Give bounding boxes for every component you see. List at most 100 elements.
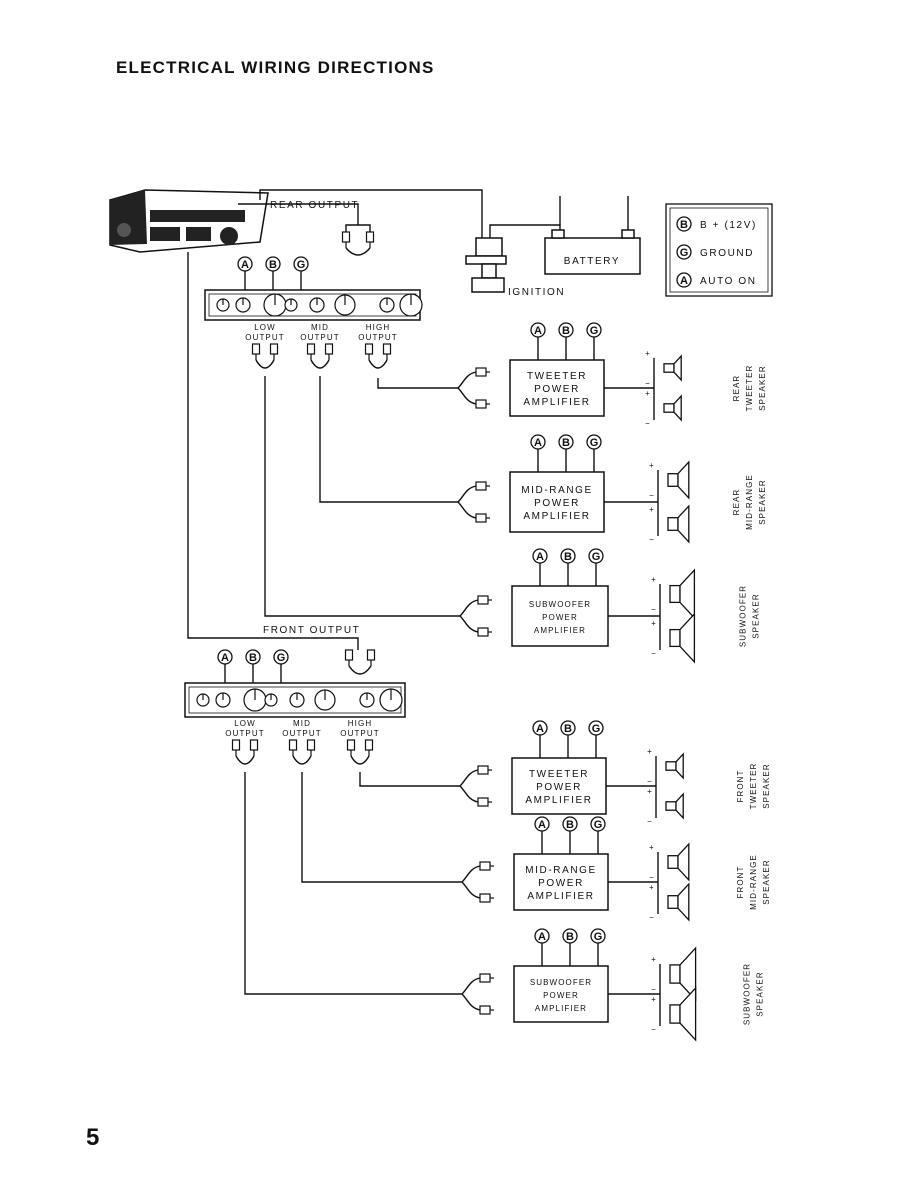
rear-sub-section-amp-line-0: SUBWOOFER <box>529 600 591 609</box>
front-crossover-out-0-output: OUTPUT <box>225 729 265 738</box>
rear-sub-section-amp-line-2: AMPLIFIER <box>534 626 586 635</box>
rear-sub-section-amp-line-1: POWER <box>542 613 578 622</box>
front-mid-section-terminal-b-letter: B <box>566 819 574 831</box>
front-mid-section-speaker-2: +− <box>649 882 690 922</box>
front-output-plug <box>344 649 376 675</box>
front-sub-section-speaker-1: +− <box>651 946 697 1002</box>
front-tweeter-section-amp-line-2: AMPLIFIER <box>525 795 592 806</box>
front-tweeter-section-terminal-g: G <box>588 720 604 736</box>
rear-mid-section-terminal-a-letter: A <box>534 437 542 449</box>
front-mid-section-speaker-1-plus: + <box>649 843 655 852</box>
rear-tweeter-section-terminal-a-letter: A <box>534 325 542 337</box>
rear-mid-section-terminal-b: B <box>558 434 574 450</box>
front-tweeter-section-terminal-b-letter: B <box>564 723 572 735</box>
rear-tweeter-section-terminal-a: A <box>530 322 546 338</box>
rear-tweeter-section-speaker-1-minus: − <box>645 379 651 388</box>
rear-sub-section-speaker-2-plus: + <box>651 619 657 628</box>
front-tweeter-section-terminal-g-letter: G <box>592 723 601 735</box>
page-title: ELECTRICAL WIRING DIRECTIONS <box>116 58 435 77</box>
rear-crossover-terminal-g-letter: G <box>297 259 306 271</box>
front-crossover-out-2-output: OUTPUT <box>340 729 380 738</box>
svg-text:A: A <box>680 275 688 287</box>
rear-tweeter-section-amp-line-2: AMPLIFIER <box>523 397 590 408</box>
rear-mid-section-speaker-1-minus: − <box>649 491 655 500</box>
rear-mid-section-speaker-2: +− <box>649 504 690 544</box>
front-crossover-terminal-g: G <box>273 649 289 665</box>
front-crossover-out-0-label: LOW <box>234 719 256 728</box>
front-sub-section-speaker-2: +− <box>651 986 697 1042</box>
svg-text:G: G <box>680 247 689 259</box>
rear-tweeter-section-speaker-label-0: REAR <box>732 375 741 402</box>
front-tweeter-section-speaker-2-plus: + <box>647 787 653 796</box>
front-crossover-terminal-a: A <box>217 649 233 665</box>
front-tweeter-section-terminal-b: B <box>560 720 576 736</box>
main-wiring <box>187 189 629 650</box>
rear-crossover-terminal-a-letter: A <box>241 259 249 271</box>
front-tweeter-section-speaker-1: +− <box>647 747 684 786</box>
front-tweeter-section-speaker-label-0: FRONT <box>736 769 745 802</box>
front-mid-section-speaker-label: FRONT MID-RANGE SPEAKER <box>736 854 771 910</box>
rear-output-plug <box>341 231 375 256</box>
front-sub-section-speaker-2-plus: + <box>651 995 657 1004</box>
rear-tweeter-section-amp-line-1: POWER <box>534 384 580 395</box>
rear-sub-section-speaker-2-minus: − <box>651 649 657 658</box>
rear-crossover-out-2-label: HIGH <box>366 323 390 332</box>
front-sub-section-terminal-g: G <box>590 928 606 944</box>
front-sub-section-amp-line-2: AMPLIFIER <box>535 1004 587 1013</box>
rear-tweeter-section-speaker-1-plus: + <box>645 349 651 358</box>
front-tweeter-section-amp-line-1: POWER <box>536 782 582 793</box>
rear-tweeter-section-speaker-label-1: TWEETER <box>745 365 754 412</box>
rear-sub-section-terminal-b-letter: B <box>564 551 572 563</box>
page-number: 5 <box>86 1124 100 1151</box>
rear-mid-section-amp-line-0: MID-RANGE <box>521 485 593 496</box>
front-mid-section-terminal-a-letter: A <box>538 819 546 831</box>
rear-crossover-out-0-label: LOW <box>254 323 276 332</box>
front-sub-section-speaker-1-minus: − <box>651 985 657 994</box>
rear-crossover-out-1-label: MID <box>311 323 329 332</box>
rear-sub-section-terminal-b: B <box>560 548 576 564</box>
front-mid-section-speaker-label-0: FRONT <box>736 865 745 898</box>
legend-b: B + (12V) <box>700 220 757 231</box>
front-mid-section-amp-line-2: AMPLIFIER <box>527 891 594 902</box>
rear-tweeter-section-speaker-2-plus: + <box>645 389 651 398</box>
front-sub-section-speaker-1-plus: + <box>651 955 657 964</box>
rear-tweeter-section-terminal-b: B <box>558 322 574 338</box>
front-tweeter-section-speaker-1-plus: + <box>647 747 653 756</box>
rear-sub-section-speaker-1: +− <box>651 568 696 620</box>
car-stereo-head-unit <box>109 189 269 253</box>
front-sub-section-terminal-b: B <box>562 928 578 944</box>
front-sub-section-speaker-label-1: SPEAKER <box>756 971 765 1017</box>
front-mid-section-speaker-label-1: MID-RANGE <box>749 854 758 910</box>
rear-output-label: REAR OUTPUT <box>270 200 359 211</box>
front-tweeter-section-speaker-label-1: TWEETER <box>749 763 758 810</box>
front-sub-section-terminal-a-letter: A <box>538 931 546 943</box>
front-sub-section-speaker-label-0: SUBWOOFER <box>743 963 752 1025</box>
front-crossover-terminal-a-letter: A <box>221 652 229 664</box>
front-mid-section-speaker-label-2: SPEAKER <box>762 859 771 905</box>
rear-tweeter-section-amp-line-0: TWEETER <box>527 371 587 382</box>
legend-a: AUTO ON <box>700 276 757 287</box>
rear-tweeter-section-speaker-2-minus: − <box>645 419 651 428</box>
rear-crossover-out-2-output: OUTPUT <box>358 333 398 342</box>
rear-mid-section-speaker-1: +− <box>649 460 690 500</box>
rear-sub-section-speaker-1-minus: − <box>651 605 657 614</box>
rear-crossover-terminal-b: B <box>265 256 281 272</box>
front-tweeter-section-amp-line-0: TWEETER <box>529 769 589 780</box>
front-sub-section-amp-line-1: POWER <box>543 991 579 1000</box>
front-tweeter-section-terminal-a: A <box>532 720 548 736</box>
rear-sub-section-terminal-a-letter: A <box>536 551 544 563</box>
rear-tweeter-section-speaker-1: +− <box>645 349 682 388</box>
rear-crossover-terminal-b-letter: B <box>269 259 277 271</box>
front-mid-section-terminal-g: G <box>590 816 606 832</box>
rear-mid-section-amp-line-2: AMPLIFIER <box>523 511 590 522</box>
